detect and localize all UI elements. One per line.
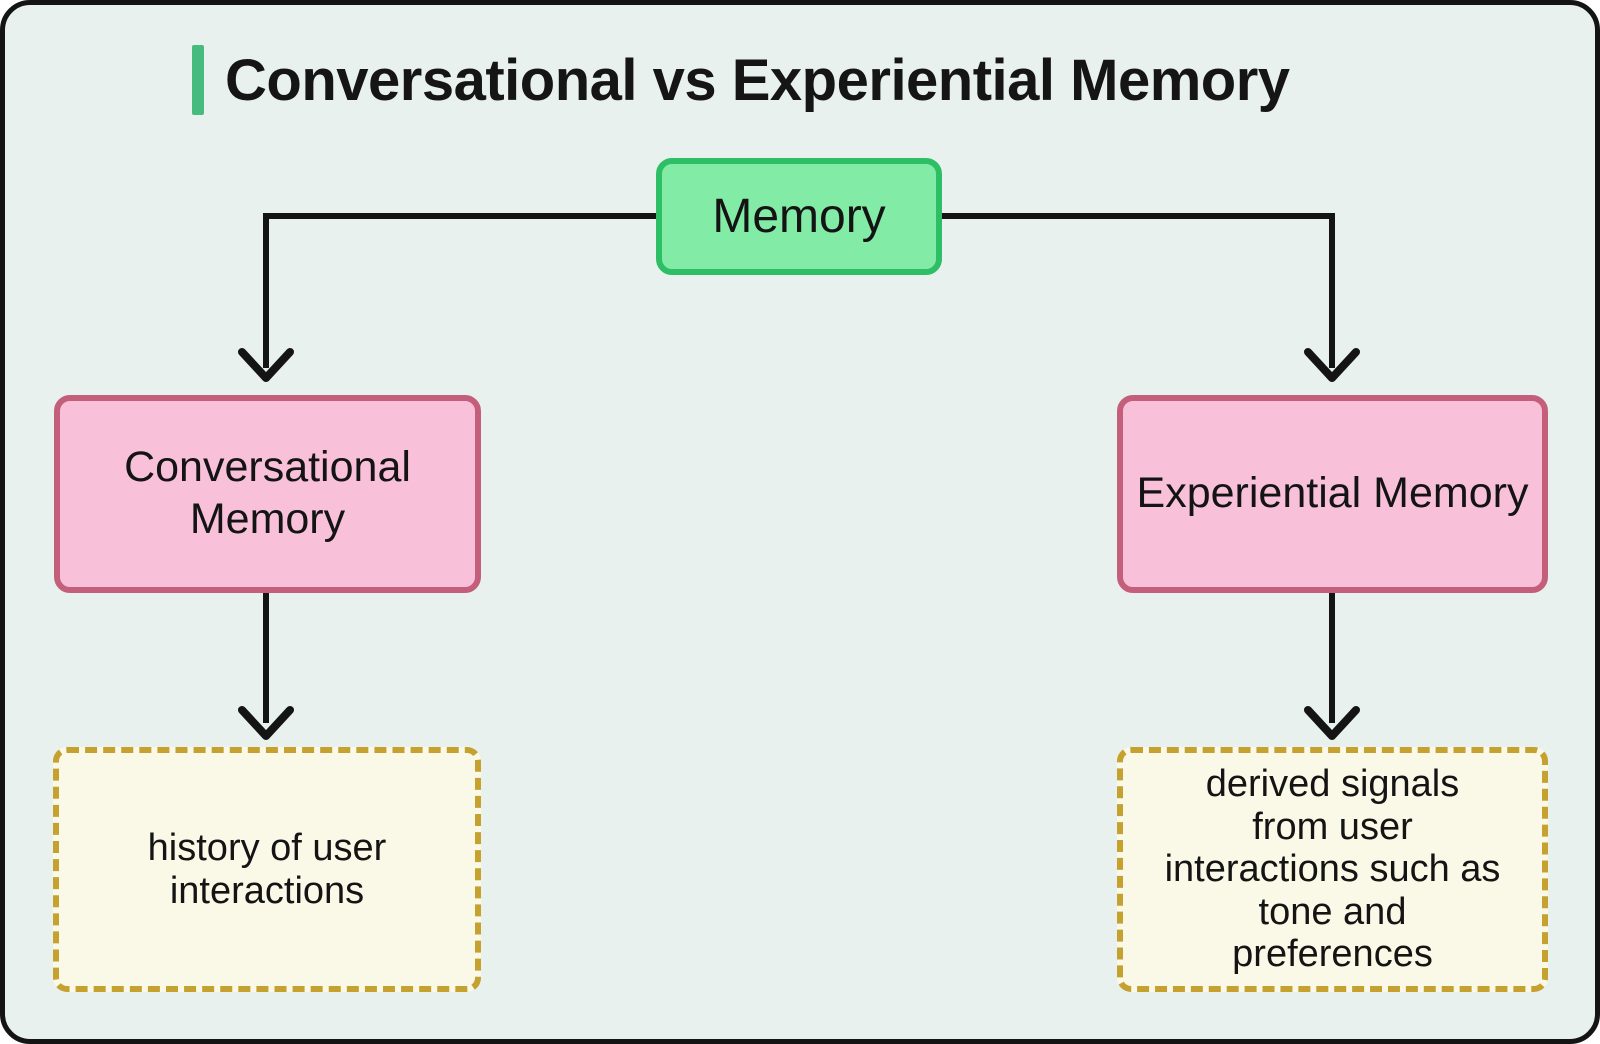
node-experiential-memory: Experiential Memory — [1117, 395, 1548, 593]
node-memory: Memory — [656, 158, 942, 275]
title-row: Conversational vs Experiential Memory — [192, 43, 1290, 117]
connector-conversational-to-detail — [238, 593, 294, 740]
leaf-experiential-detail-label: derived signals from user interactions s… — [1164, 763, 1501, 976]
leaf-conversational-detail-label: history of user interactions — [147, 826, 387, 912]
node-memory-label: Memory — [712, 190, 886, 243]
node-experiential-memory-label: Experiential Memory — [1136, 469, 1529, 518]
title-accent-bar — [192, 45, 204, 115]
connector-experiential-to-detail — [1304, 593, 1360, 740]
node-conversational-memory: Conversational Memory — [54, 395, 481, 593]
arrowhead-down-icon — [1304, 706, 1360, 740]
arrowhead-down-icon — [238, 348, 294, 382]
connector-memory-to-conversational — [238, 213, 656, 382]
leaf-conversational-detail: history of user interactions — [53, 747, 481, 992]
leaf-experiential-detail: derived signals from user interactions s… — [1117, 747, 1548, 992]
arrowhead-down-icon — [1304, 348, 1360, 382]
diagram-title: Conversational vs Experiential Memory — [225, 47, 1290, 113]
connector-memory-to-experiential — [942, 213, 1360, 382]
node-conversational-memory-label: Conversational Memory — [124, 443, 411, 543]
arrowhead-down-icon — [238, 706, 294, 740]
